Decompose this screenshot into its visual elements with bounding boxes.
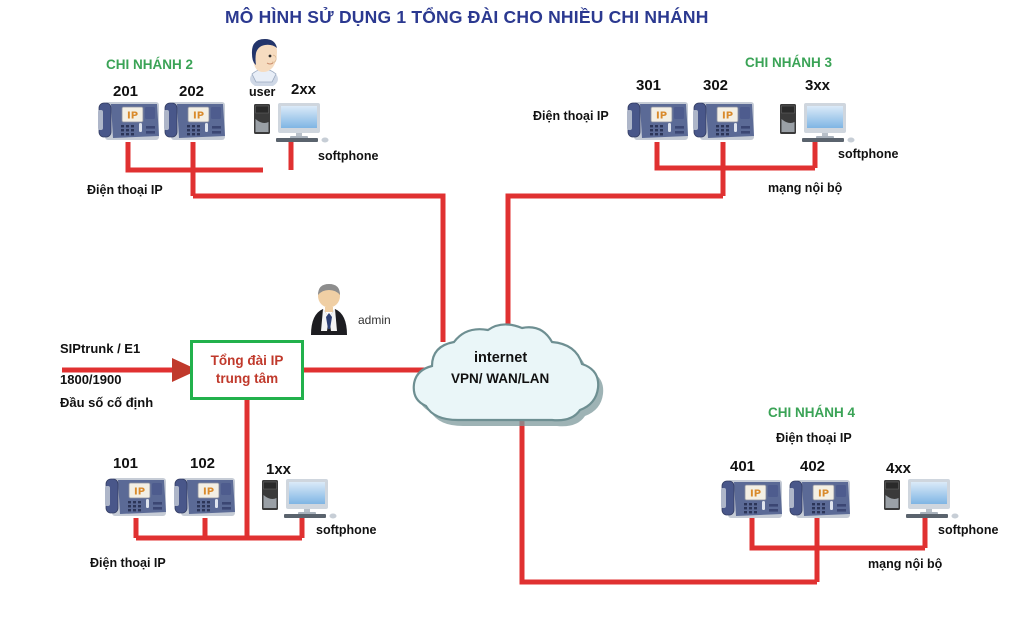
extension-101: 101: [113, 455, 139, 472]
svg-text:IP: IP: [818, 489, 829, 500]
phone-label-branch2: Điện thoại IP: [87, 183, 163, 197]
extension-402: 402: [800, 458, 826, 475]
phone-label-branch4: Điện thoại IP: [776, 431, 852, 445]
user-avatar-icon: [243, 36, 285, 86]
user-label-branch2: user: [249, 85, 276, 99]
pbx-line-1: Tổng đài IP: [210, 352, 284, 368]
extension-301: 301: [636, 77, 662, 94]
trunk-label-1: SIPtrunk / E1: [60, 341, 141, 356]
svg-text:IP: IP: [750, 489, 761, 500]
link-branch3-phone301: [654, 142, 815, 171]
pbx-line-2: trung tâm: [215, 371, 279, 386]
softphone-label-branch4: softphone: [938, 523, 999, 537]
softphone-ext-2xx: 2xx: [291, 81, 317, 98]
network-label-branch4: mạng nội bộ: [868, 557, 943, 571]
ip-phone-301-icon: IP: [626, 96, 692, 144]
ip-phone-102-icon: IP: [173, 472, 239, 520]
svg-text:IP: IP: [134, 487, 145, 498]
softphone-pc-4xx-icon: [882, 476, 964, 520]
link-branch3-to-cloud: [505, 193, 723, 342]
softphone-ext-1xx: 1xx: [266, 461, 292, 478]
ip-phone-402-icon: IP: [788, 474, 854, 522]
svg-text:IP: IP: [127, 111, 138, 122]
ip-phone-201-icon: IP: [97, 96, 163, 144]
ip-phone-302-icon: IP: [692, 96, 758, 144]
softphone-pc-3xx-icon: [778, 100, 860, 144]
softphone-label-branch2: softphone: [318, 149, 379, 163]
ip-phone-202-icon: IP: [163, 96, 229, 144]
branch-heading-3: CHI NHÁNH 3: [745, 55, 833, 70]
branch-heading-4: CHI NHÁNH 4: [768, 405, 856, 420]
svg-text:IP: IP: [193, 111, 204, 122]
extension-102: 102: [190, 455, 216, 472]
internet-cloud-icon: [410, 322, 610, 442]
network-label-branch3: mạng nội bộ: [768, 181, 843, 195]
extension-302: 302: [703, 77, 729, 94]
trunk-label-2: 1800/1900: [60, 372, 122, 387]
branch-heading-2: CHI NHÁNH 2: [106, 57, 194, 72]
softphone-pc-2xx-icon: [252, 100, 334, 144]
softphone-ext-4xx: 4xx: [886, 460, 912, 477]
link-branch2-phone201: [125, 142, 263, 173]
admin-label: admin: [358, 313, 391, 327]
softphone-pc-1xx-icon: [260, 476, 342, 520]
admin-avatar-icon: [305, 283, 353, 337]
svg-text:IP: IP: [203, 487, 214, 498]
svg-text:IP: IP: [656, 111, 667, 122]
page-title: MÔ HÌNH SỬ DỤNG 1 TỔNG ĐÀI CHO NHIỀU CHI…: [225, 7, 709, 27]
phone-label-branch3: Điện thoại IP: [533, 109, 609, 123]
extension-401: 401: [730, 458, 756, 475]
softphone-label-branch3: softphone: [838, 147, 899, 161]
trunk-label-3: Đầu số cố định: [60, 395, 154, 410]
phone-label-hq: Điện thoại IP: [90, 556, 166, 570]
svg-text:IP: IP: [722, 111, 733, 122]
cloud-label-2: VPN/ WAN/LAN: [451, 371, 550, 386]
ip-phone-101-icon: IP: [104, 472, 170, 520]
cloud-label-1: internet: [474, 350, 528, 366]
extension-202: 202: [179, 83, 205, 100]
pbx-central-box[interactable]: Tổng đài IP trung tâm: [190, 340, 304, 400]
link-branch4-phone401: [749, 518, 925, 551]
softphone-ext-3xx: 3xx: [805, 77, 831, 94]
softphone-label-hq: softphone: [316, 523, 377, 537]
ip-phone-401-icon: IP: [720, 474, 786, 522]
extension-201: 201: [113, 83, 139, 100]
